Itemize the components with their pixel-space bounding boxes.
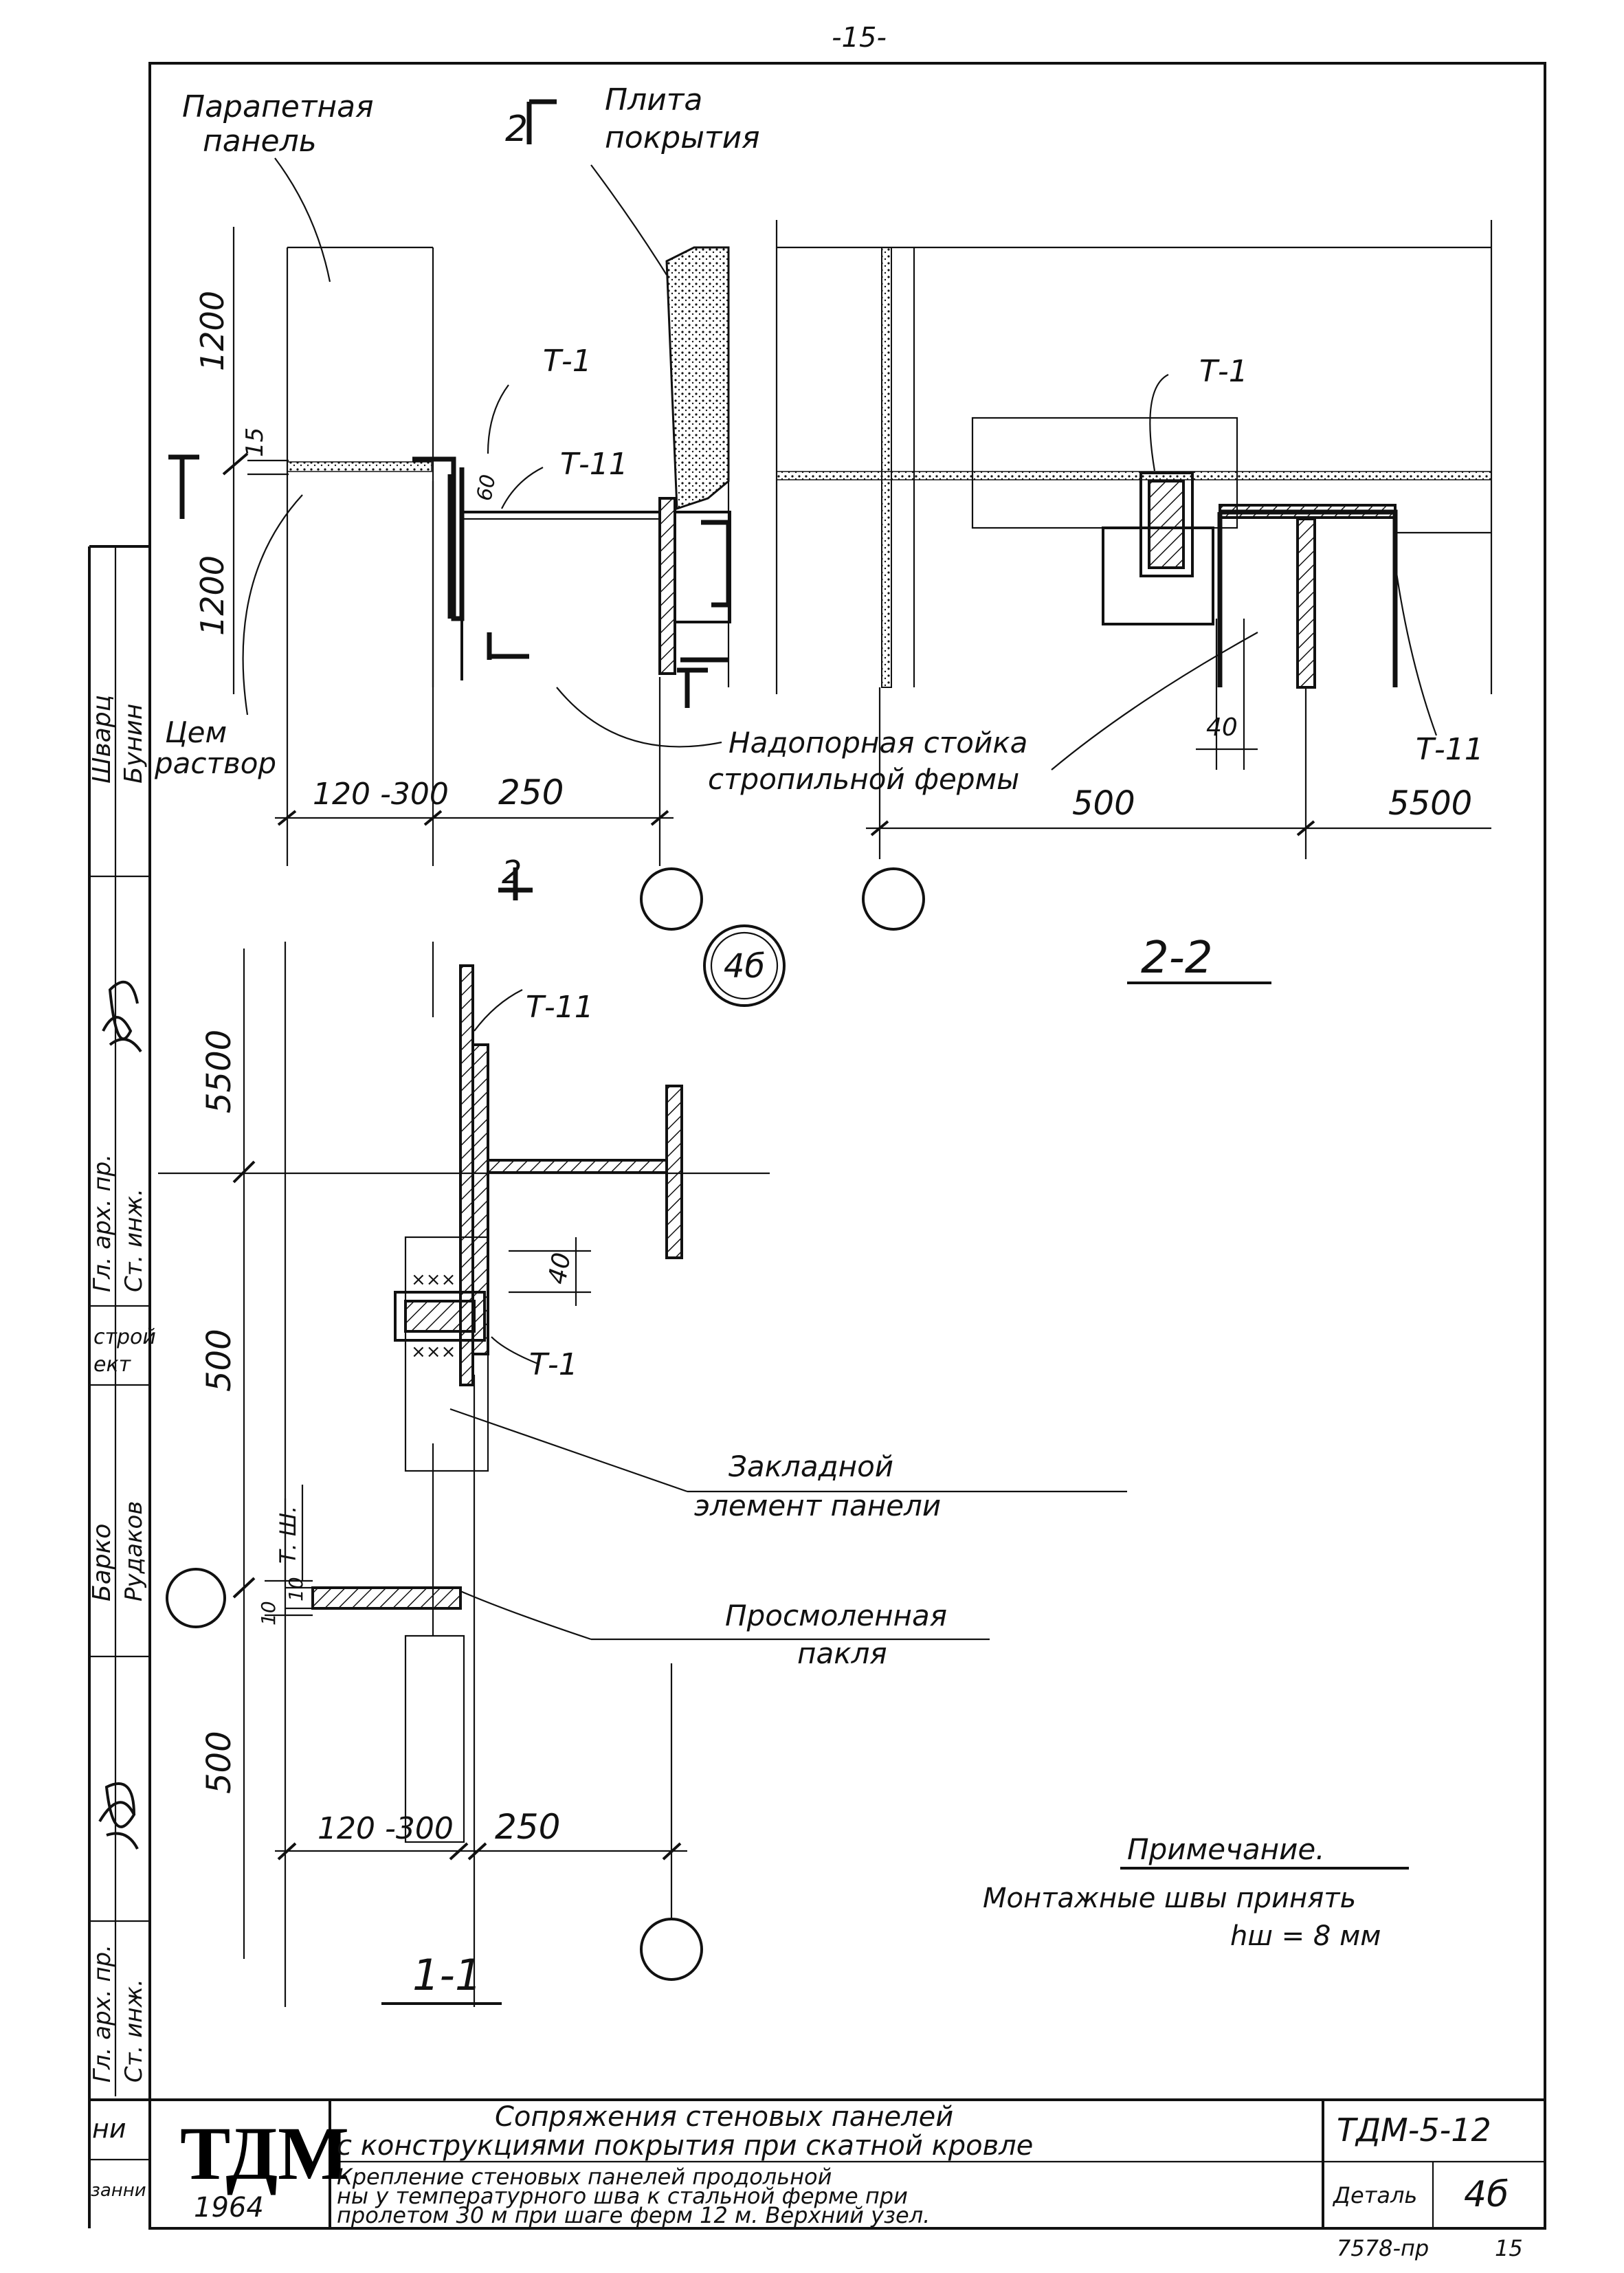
stamp-dept-1: строй <box>93 1325 156 1349</box>
label-tow-1: Просмоленная <box>725 1599 947 1632</box>
label-embedded-2: элемент панели <box>694 1489 941 1522</box>
dim-1200-b: 1200 <box>194 555 231 636</box>
stamp-dept-2: ект <box>93 1353 132 1377</box>
dim-60: 60 <box>472 473 500 503</box>
dim-500-left-a: 500 <box>200 1329 238 1392</box>
dim-500-right: 500 <box>1072 784 1135 823</box>
label-parapet-panel-1: Парапетная <box>182 89 374 124</box>
section-cut-2-bottom: 2 <box>502 854 522 891</box>
dim-5500-right: 5500 <box>1388 784 1472 823</box>
section-title-1-1: 1-1 <box>412 1950 482 2000</box>
dim-250-bottom: 250 <box>495 1807 560 1847</box>
dim-250-top: 250 <box>498 773 564 812</box>
dim-10-a: 10 <box>285 1577 307 1601</box>
signature-2 <box>98 1782 139 1850</box>
desc-line-1: Крепление стеновых панелей продольной <box>337 2164 832 2190</box>
label-tow-2: пакля <box>797 1637 887 1670</box>
signature-1 <box>102 980 142 1053</box>
note-title: Примечание. <box>1127 1832 1325 1866</box>
side-stamp: Шварц Бунин Гл. арх. пр. Ст. инж. строй … <box>88 546 156 2201</box>
dim-10-b: 10 <box>257 1601 280 1626</box>
section-title-2-2: 2-2 <box>1141 933 1213 984</box>
stamp-role-2: Ст. инж. <box>120 1188 148 1292</box>
note-line-2: hш = 8 мм <box>1230 1920 1381 1952</box>
section-2-2 <box>775 220 1493 984</box>
drawing-code: ТДМ-5-12 <box>1337 2111 1491 2149</box>
year: 1964 <box>194 2192 264 2224</box>
label-tsh: Т. Ш. <box>275 1506 301 1564</box>
title-line-2: с конструкциями покрытия при скатной кро… <box>337 2130 1033 2162</box>
label-rack-2: стропильной фермы <box>708 762 1019 796</box>
section-1-1: ××× ××× <box>158 867 1127 2007</box>
detail-number: 4б <box>1464 2174 1509 2215</box>
sheet-number: 15 <box>1495 2235 1523 2261</box>
section-cut-2-top: 2 <box>505 109 528 150</box>
dim-500-left-b: 500 <box>200 1731 238 1794</box>
section-top-left <box>168 99 731 931</box>
label-roof-slab-2: покрытия <box>605 120 760 155</box>
label-t11-lower: Т-11 <box>526 990 594 1025</box>
stamp-role-3: Гл. арх. пр. <box>89 1944 116 2083</box>
label-t1-top: Т-1 <box>543 344 592 379</box>
inventory-number: 7578-пр <box>1337 2235 1429 2261</box>
stamp-surname-1: Шварц <box>88 695 116 784</box>
dim-40-lower: 40 <box>543 1250 576 1286</box>
node-number: 4б <box>724 947 765 986</box>
label-cement-1: Цем <box>165 716 227 749</box>
dim-5500-left: 5500 <box>200 1030 238 1113</box>
dim-15: 15 <box>241 428 269 457</box>
label-t11-right: Т-11 <box>1416 732 1484 767</box>
desc-line-2: ны у температурного шва к стальной ферме… <box>337 2183 908 2209</box>
label-roof-slab-1: Плита <box>605 82 702 118</box>
label-t1-right: Т-1 <box>1199 354 1248 389</box>
dim-40-right: 40 <box>1206 713 1238 742</box>
stamp-surname-3: Барко <box>88 1524 116 1601</box>
dim-120-300-top: 120 -300 <box>313 777 449 812</box>
stamp-surname-2: Бунин <box>120 704 148 784</box>
node-marker <box>703 924 786 1007</box>
stamp-surname-4: Рудаков <box>120 1501 148 1601</box>
dim-120-300-bottom: 120 -300 <box>318 1811 454 1846</box>
label-embedded-1: Закладной <box>728 1450 893 1483</box>
margin-fragment-2: занни <box>91 2180 146 2201</box>
label-t1-lower: Т-1 <box>529 1347 578 1382</box>
detail-label: Деталь <box>1332 2182 1417 2208</box>
stamp-role-1: Гл. арх. пр. <box>89 1154 116 1292</box>
label-rack-1: Надопорная стойка <box>728 726 1027 759</box>
page-number: -15- <box>832 22 887 54</box>
note-line-1: Монтажные швы принять <box>983 1883 1356 1914</box>
svg-text:×××: ××× <box>411 1269 456 1290</box>
title-block <box>89 2098 1545 2228</box>
sheet-frame <box>88 62 1546 2230</box>
dim-1200-a: 1200 <box>194 291 231 371</box>
label-cement-2: раствор <box>154 746 276 780</box>
margin-fragment-1: ни <box>92 2114 126 2144</box>
svg-text:×××: ××× <box>411 1342 456 1362</box>
desc-line-3: пролетом 30 м при шаге ферм 12 м. Верхни… <box>337 2202 930 2228</box>
label-t11-top: Т-11 <box>560 447 628 482</box>
title-line-1: Сопряжения стеновых панелей <box>495 2101 953 2133</box>
label-parapet-panel-2: панель <box>203 124 317 159</box>
stamp-role-4: Ст. инж. <box>120 1979 148 2083</box>
logo: ТДМ <box>180 2111 349 2195</box>
